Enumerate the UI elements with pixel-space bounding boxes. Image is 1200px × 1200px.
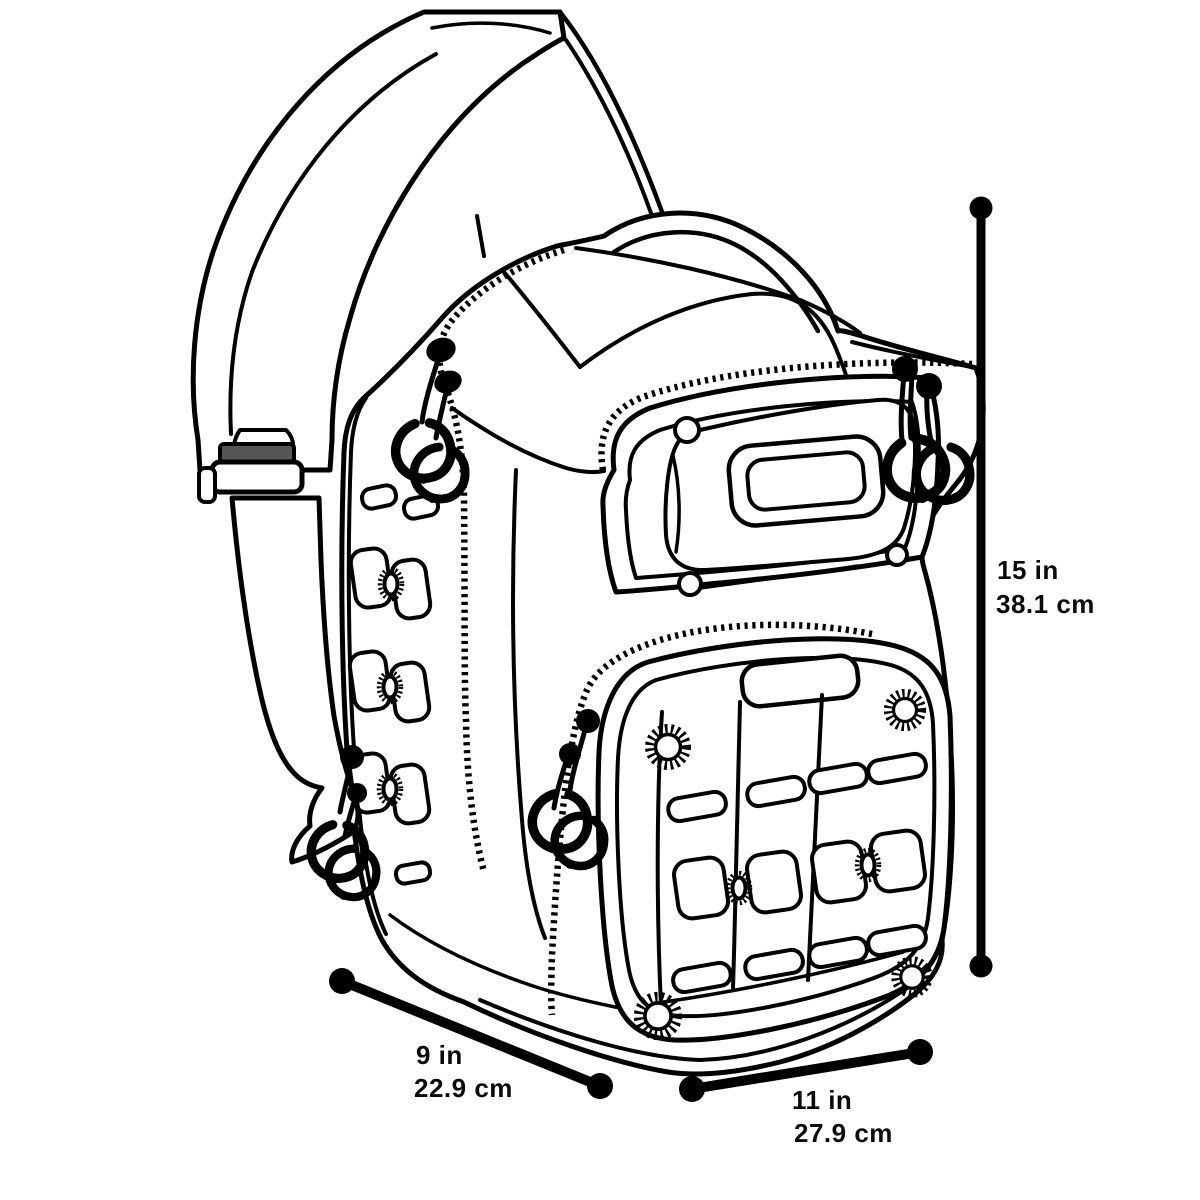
dimension-height: 15 in 38.1 cm	[969, 196, 1095, 978]
measurement-dot	[969, 954, 993, 978]
strap-tail	[229, 495, 361, 865]
molle-slot	[359, 483, 399, 511]
strap-attach-seam	[502, 270, 582, 369]
measurement-dot	[907, 1039, 933, 1065]
width-label-cm: 27.9 cm	[794, 1118, 893, 1148]
back-panel-top-edge	[574, 246, 862, 335]
pals-square	[869, 828, 927, 894]
bottom-front-pocket	[595, 636, 954, 1043]
molle-grid	[655, 693, 928, 1008]
zipper-pull	[434, 370, 462, 394]
strap-top-seam	[430, 21, 552, 35]
height-label-cm: 38.1 cm	[996, 589, 1095, 619]
cord-pull	[347, 783, 367, 803]
molle-slot	[866, 923, 928, 958]
dimension-depth: 9 in 22.9 cm	[329, 968, 613, 1103]
bottom-rim-seam	[478, 984, 912, 1062]
grab-slot	[739, 653, 861, 709]
gusset-seam	[388, 913, 622, 1010]
width-dimension-line	[687, 1047, 925, 1094]
molle-slot	[393, 860, 433, 886]
pocket-crease	[698, 564, 860, 590]
zipper-pull	[426, 337, 456, 363]
cord-pull	[340, 745, 364, 769]
molle-slot	[666, 789, 728, 824]
height-label-inches: 15 in	[997, 555, 1059, 585]
pals-square	[745, 849, 803, 915]
snap-circle	[673, 416, 701, 444]
strap-pad-seam	[228, 52, 438, 436]
width-label-inches: 11 in	[792, 1085, 852, 1115]
zipper-pull	[916, 373, 942, 399]
pocket-inner-seam	[615, 655, 937, 1019]
measurement-dot	[969, 196, 993, 220]
measurement-dot	[329, 968, 355, 994]
pocket-crease	[671, 454, 681, 554]
molle-slot	[743, 947, 805, 982]
front-band-seam	[511, 468, 547, 940]
shoulder-strap	[190, 9, 679, 473]
depth-label-inches: 9 in	[416, 1040, 463, 1070]
corner-seam	[450, 406, 606, 474]
measurement-dot	[679, 1076, 705, 1102]
carabiner-cluster-right	[881, 356, 980, 511]
molle-slot	[807, 935, 869, 970]
bottom-pocket-zipper-track	[548, 621, 873, 1016]
measurement-dot	[587, 1073, 613, 1099]
carabiner-cluster-center	[522, 709, 618, 881]
molle-slot	[745, 774, 807, 809]
depth-label-cm: 22.9 cm	[414, 1073, 513, 1103]
carabiner-cluster-upper-left	[388, 337, 478, 514]
zipper-pull	[576, 709, 600, 733]
depth-dimension-line	[337, 976, 605, 1091]
top-front-pocket	[600, 373, 941, 597]
snap-circle	[677, 571, 703, 597]
molle-slot	[671, 960, 733, 995]
strap-back-edge	[475, 214, 486, 258]
window-frame-inner	[745, 450, 867, 512]
carabiner-cluster-lower-left	[301, 745, 389, 911]
pals-square	[672, 855, 730, 921]
strap-buckle	[197, 428, 305, 504]
top-right-edge-seam	[850, 340, 974, 369]
pals-square	[810, 839, 868, 905]
top-pocket-zipper-track	[598, 359, 973, 471]
buckle-frame	[209, 459, 305, 495]
molle-slot	[866, 751, 928, 786]
snap-circle	[885, 543, 909, 567]
dimension-width: 11 in 27.9 cm	[679, 1039, 933, 1148]
buckle-tab	[197, 466, 217, 504]
